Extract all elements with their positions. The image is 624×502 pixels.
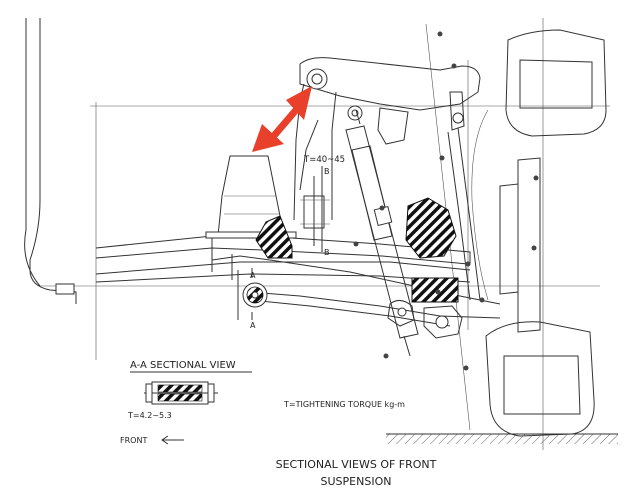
highlight-arrow bbox=[252, 86, 312, 152]
upper-control-arm bbox=[293, 57, 481, 221]
rubber-bushings bbox=[255, 197, 459, 303]
lower-knuckle bbox=[387, 300, 463, 339]
bolt-assembly-b bbox=[300, 176, 330, 246]
frame-outline bbox=[24, 18, 77, 304]
section-mark-a-top: A bbox=[250, 271, 256, 280]
bolt-markers bbox=[353, 31, 539, 371]
section-mark-b-top: B bbox=[324, 167, 330, 176]
diagram-title-line1: SECTIONAL VIEWS OF FRONT bbox=[276, 458, 437, 471]
bump-stopper bbox=[205, 155, 297, 239]
diagram-title-line2: SUSPENSION bbox=[321, 475, 392, 488]
front-arrow-icon bbox=[161, 435, 184, 445]
section-mark-b-bottom: B bbox=[324, 248, 330, 257]
torque-upper-label: T=40~45 bbox=[303, 155, 345, 165]
section-mark-a-bottom: A bbox=[250, 321, 256, 330]
wheel-tire bbox=[471, 29, 607, 437]
torque-lower-label: T=4.2~5.3 bbox=[127, 411, 172, 420]
torque-legend: T=TIGHTENING TORQUE kg-m bbox=[283, 400, 405, 409]
front-label: FRONT bbox=[120, 436, 147, 445]
section-view-title: A-A SECTIONAL VIEW bbox=[130, 360, 236, 371]
section-cut-marks bbox=[251, 166, 323, 320]
ground-line bbox=[386, 433, 618, 444]
section-a-bushing bbox=[237, 270, 268, 320]
section-inset bbox=[130, 371, 252, 405]
steering-knuckle bbox=[447, 91, 481, 301]
